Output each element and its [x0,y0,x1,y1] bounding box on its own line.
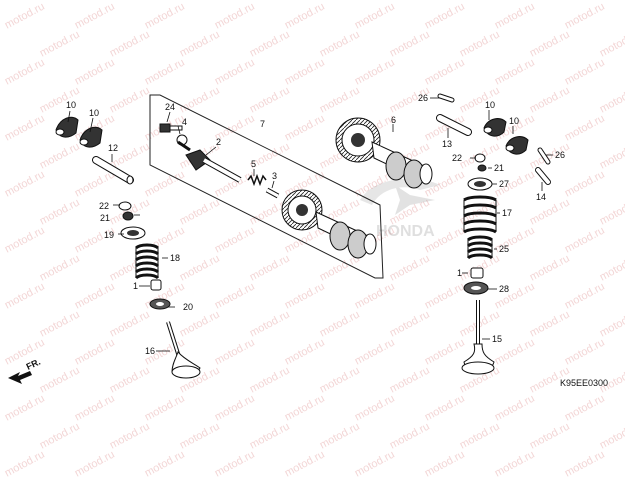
callout-1-left: 1 [133,281,138,291]
valve-stem-seal-left [150,279,162,291]
honda-wordmark: HONDA [376,223,435,240]
callout-18: 18 [170,253,180,263]
callout-19: 19 [104,230,114,240]
rocker-arm-right-2 [505,136,529,155]
rocker-shaft-14 [535,167,551,185]
dowel-pin-26b [537,147,551,165]
callout-21-right: 21 [494,163,504,173]
camshaft-assembly-outline [149,94,384,279]
bolt-24 [159,123,183,133]
exhaust-valve [461,300,495,375]
callout-13: 13 [442,139,452,149]
rocker-arm-shaft-left [92,156,134,185]
rocker-arm-left-2 [79,126,103,148]
callout-7: 7 [260,119,265,129]
leader-lines [67,97,553,352]
decomp-spring-5 [247,173,267,187]
front-label: FR. [25,357,42,372]
decomp-weight-4 [176,134,191,152]
honda-logo-watermark: HONDA [360,178,440,240]
callout-28: 28 [499,284,509,294]
callout-26b: 26 [555,150,565,160]
decomp-pin-3 [265,187,280,199]
callout-22-left: 22 [99,201,109,211]
camshaft-6 [335,117,433,189]
callout-1-right: 1 [457,268,462,278]
spring-retainer-right [467,177,493,191]
callout-22-right: 22 [452,153,462,163]
spring-seat-right [463,281,489,295]
callout-16: 16 [145,346,155,356]
spring-retainer-left [120,226,146,240]
rocker-arm-left-1 [55,116,79,138]
callout-10d: 10 [509,116,519,126]
rocker-arm-shaft-right [436,114,472,136]
callout-25: 25 [499,244,509,254]
diagram-code: K95EE0300 [560,378,609,388]
valve-cotter-left [118,201,132,211]
callout-15: 15 [492,334,502,344]
dowel-pin-26a [437,93,455,103]
rocker-arm-right-1 [483,118,507,137]
callout-10c: 10 [485,100,495,110]
callout-17: 17 [502,208,512,218]
intake-valve [166,321,201,379]
callout-14: 14 [536,192,546,202]
callout-10a: 10 [66,100,76,110]
callout-2: 2 [216,137,221,147]
callout-6: 6 [391,115,396,125]
callout-24: 24 [165,102,175,112]
callout-27: 27 [499,179,509,189]
valve-cotter-half-left [122,211,134,221]
valve-spring-outer-right [463,195,497,234]
callout-12: 12 [108,143,118,153]
callout-20: 20 [183,302,193,312]
front-direction-indicator: FR. [8,357,42,384]
valve-cotter-right [474,153,487,172]
callout-21-left: 21 [100,213,110,223]
exploded-parts-diagram: HONDA [8,93,565,384]
camshaft-7 [281,189,377,259]
spring-seat-left [149,298,171,310]
callout-26a: 26 [418,93,428,103]
callout-4: 4 [182,117,187,127]
callout-numbers: 10 10 12 22 21 19 18 1 20 16 24 4 2 7 5 … [66,93,565,356]
decomp-shaft-2 [185,149,242,183]
callout-5: 5 [251,159,256,169]
callout-3: 3 [272,171,277,181]
valve-spring-inner-right [466,235,494,260]
callout-10b: 10 [89,108,99,118]
valve-spring-left [134,243,160,280]
valve-stem-seal-right [470,267,484,279]
